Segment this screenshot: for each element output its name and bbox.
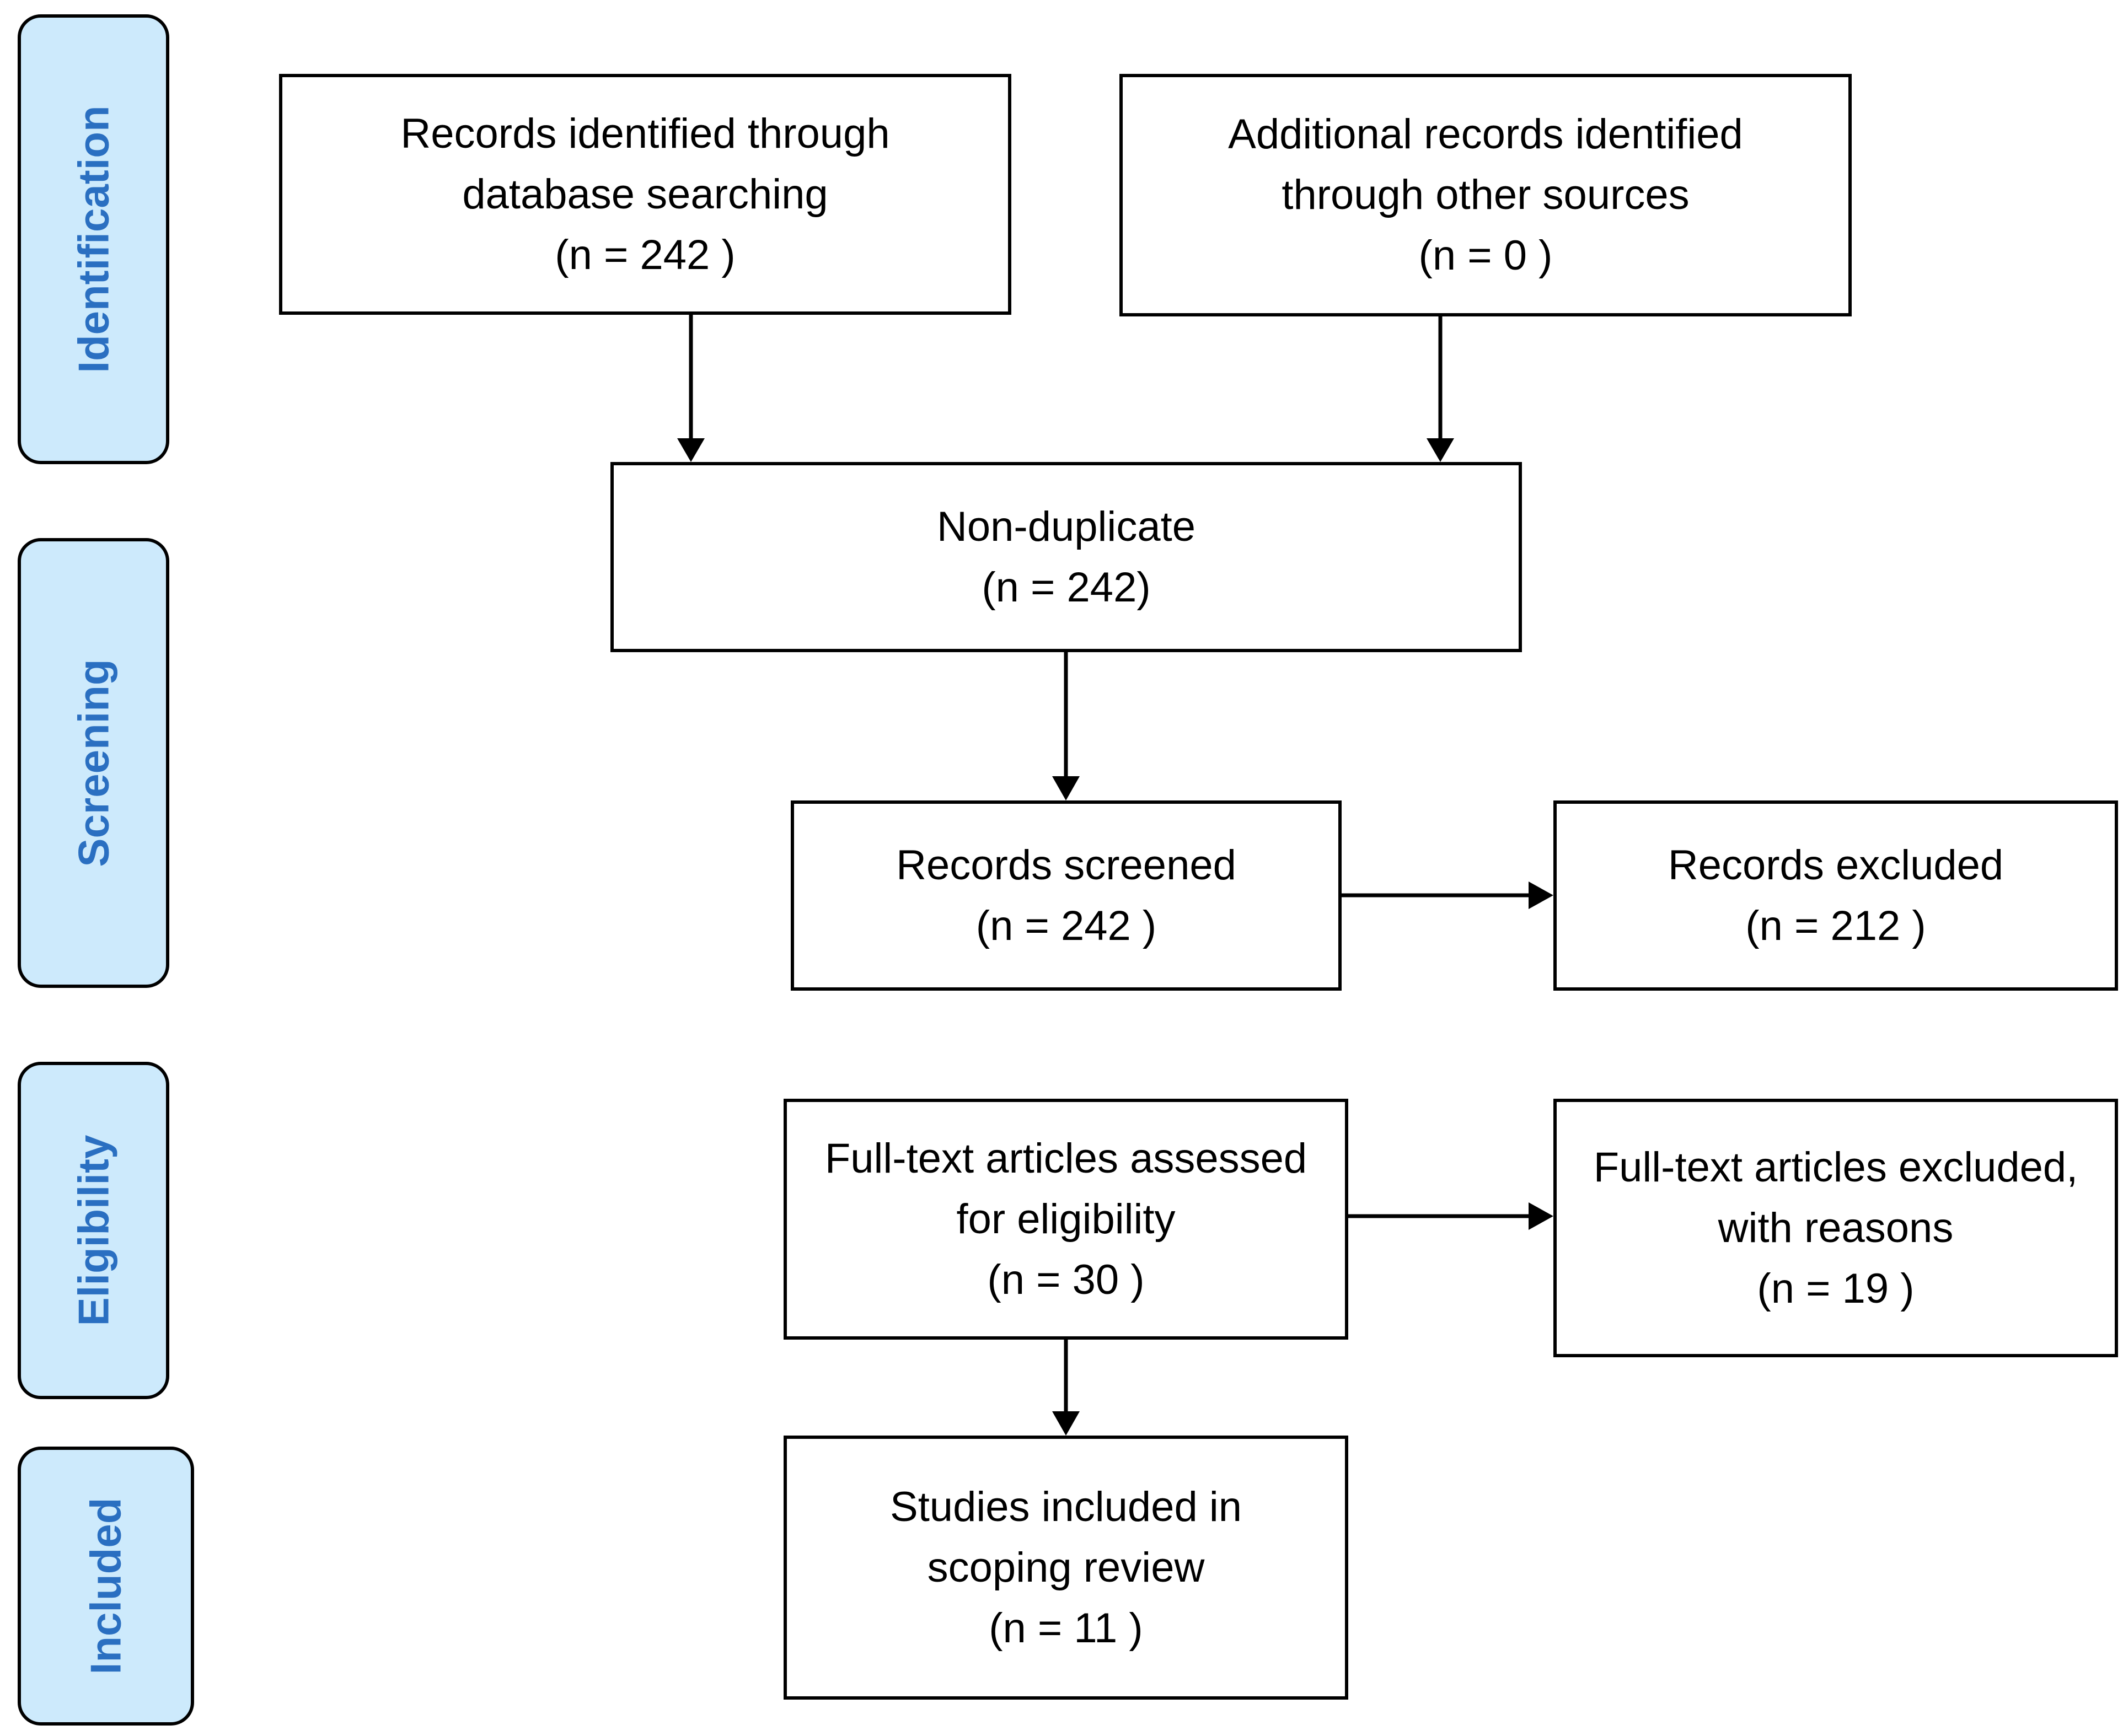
arrow-screened-to-excluded xyxy=(1342,882,1553,909)
fulltext-excluded-line1: Full-text articles excluded, xyxy=(1593,1143,2078,1191)
arrow-othersources-to-nonduplicate xyxy=(1427,316,1454,462)
records-excluded-label: Records excluded xyxy=(1668,841,2004,889)
fulltext-assessed-box: Full-text articles assessed for eligibil… xyxy=(784,1099,1348,1340)
fulltext-excluded-box: Full-text articles excluded, with reason… xyxy=(1553,1099,2118,1357)
studies-included-box: Studies included in scoping review (n = … xyxy=(784,1436,1348,1700)
records-excluded-box: Records excluded (n = 212 ) xyxy=(1553,800,2118,991)
arrow-assessed-to-included xyxy=(1052,1340,1080,1436)
non-duplicate-count: (n = 242) xyxy=(982,563,1151,611)
phase-screening: Screening xyxy=(18,538,169,988)
other-sources-line1: Additional records identified xyxy=(1228,111,1743,158)
phase-identification: Identification xyxy=(18,14,169,464)
studies-included-line1: Studies included in xyxy=(890,1483,1242,1530)
database-records-line1: Records identified through xyxy=(400,110,890,157)
phase-included: Included xyxy=(18,1447,194,1726)
studies-included-line2: scoping review xyxy=(927,1544,1205,1591)
fulltext-assessed-line2: for eligibility xyxy=(956,1195,1176,1243)
fulltext-excluded-count: (n = 19 ) xyxy=(1757,1265,1915,1312)
fulltext-excluded-line2: with reasons xyxy=(1718,1204,1954,1251)
other-sources-box: Additional records identified through ot… xyxy=(1119,74,1852,316)
records-screened-label: Records screened xyxy=(896,841,1236,889)
studies-included-count: (n = 11 ) xyxy=(989,1604,1143,1652)
arrow-nonduplicate-to-screened xyxy=(1052,652,1080,800)
arrow-database-to-nonduplicate xyxy=(677,315,705,462)
phase-eligibility: Eligibility xyxy=(18,1062,169,1399)
non-duplicate-box: Non-duplicate (n = 242) xyxy=(610,462,1522,652)
records-screened-count: (n = 242 ) xyxy=(975,902,1157,949)
database-records-line2: database searching xyxy=(462,170,828,218)
arrow-assessed-to-fulltext-excluded xyxy=(1348,1202,1553,1230)
other-sources-line2: through other sources xyxy=(1282,171,1690,218)
records-excluded-count: (n = 212 ) xyxy=(1745,902,1926,949)
fulltext-assessed-line1: Full-text articles assessed xyxy=(824,1135,1307,1182)
database-records-box: Records identified through database sear… xyxy=(279,74,1011,315)
records-screened-box: Records screened (n = 242 ) xyxy=(791,800,1342,991)
non-duplicate-label: Non-duplicate xyxy=(937,503,1195,550)
other-sources-count: (n = 0 ) xyxy=(1418,232,1553,279)
database-records-count: (n = 242 ) xyxy=(555,231,736,278)
fulltext-assessed-count: (n = 30 ) xyxy=(987,1256,1145,1303)
